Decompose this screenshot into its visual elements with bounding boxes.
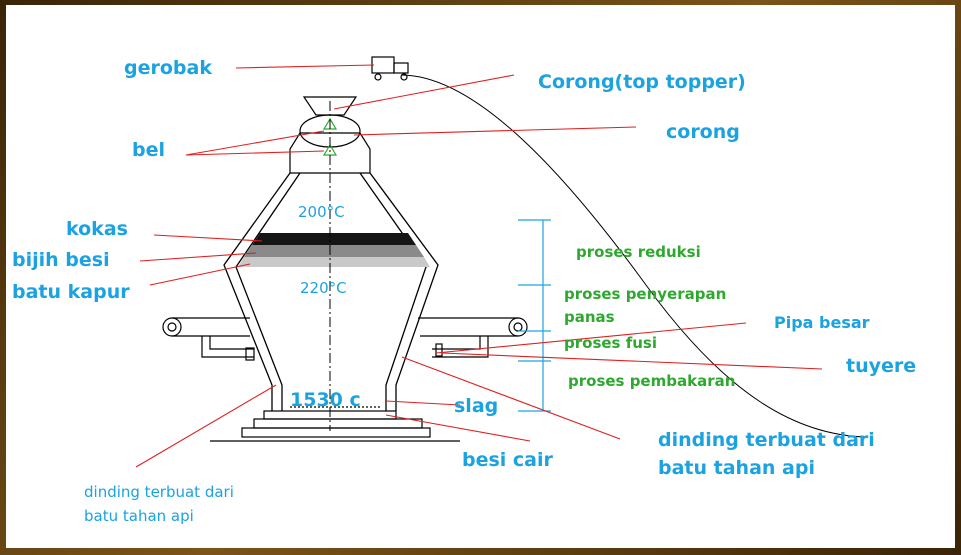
label-corong-top-topper: Corong(top topper) bbox=[538, 71, 746, 93]
pipa-besar-left bbox=[162, 317, 255, 361]
pipa-besar-right bbox=[418, 317, 528, 358]
hoist-cable bbox=[400, 74, 867, 438]
temp-1530: 1530 c bbox=[290, 389, 361, 411]
label-kokas: kokas bbox=[66, 218, 128, 240]
batu-kapur-layer bbox=[238, 257, 430, 267]
blast-furnace-drawing bbox=[135, 56, 867, 468]
process-bracket bbox=[518, 219, 551, 412]
label-slag: slag bbox=[454, 395, 499, 417]
furnace-shell bbox=[223, 172, 439, 411]
burden-layers bbox=[238, 233, 430, 267]
label-tuyere: tuyere bbox=[846, 355, 917, 377]
label-dinding-left-2: batu tahan api bbox=[84, 507, 194, 525]
process-penyerapan-panas: panas bbox=[564, 308, 615, 326]
label-dinding-left-1: dinding terbuat dari bbox=[84, 483, 234, 501]
label-besi-cair: besi cair bbox=[462, 449, 553, 471]
diagram-canvas: gerobak Corong(top topper) bel corong ko… bbox=[6, 5, 955, 548]
label-bijih-besi: bijih besi bbox=[12, 249, 110, 271]
label-dinding-right-1: dinding terbuat dari bbox=[658, 429, 875, 451]
process-penyerapan: proses penyerapan bbox=[564, 285, 727, 303]
process-reduksi: proses reduksi bbox=[576, 243, 701, 261]
label-gerobak: gerobak bbox=[124, 57, 212, 79]
label-batu-kapur: batu kapur bbox=[12, 281, 130, 303]
label-dinding-right-2: batu tahan api bbox=[658, 457, 815, 479]
temp-200: 200°C bbox=[298, 203, 345, 221]
label-corong: corong bbox=[666, 121, 740, 143]
leader-lines bbox=[135, 64, 823, 468]
label-pipa-besar: Pipa besar bbox=[774, 313, 870, 332]
bijih-besi-layer bbox=[244, 245, 424, 257]
process-pembakaran: proses pembakaran bbox=[568, 372, 736, 390]
gerobak-icon bbox=[371, 56, 409, 81]
label-bel: bel bbox=[132, 139, 165, 161]
temp-220: 220°C bbox=[300, 279, 347, 297]
process-fusi: proses fusi bbox=[564, 334, 657, 352]
furnace-base bbox=[210, 406, 460, 442]
kokas-layer bbox=[252, 233, 416, 245]
